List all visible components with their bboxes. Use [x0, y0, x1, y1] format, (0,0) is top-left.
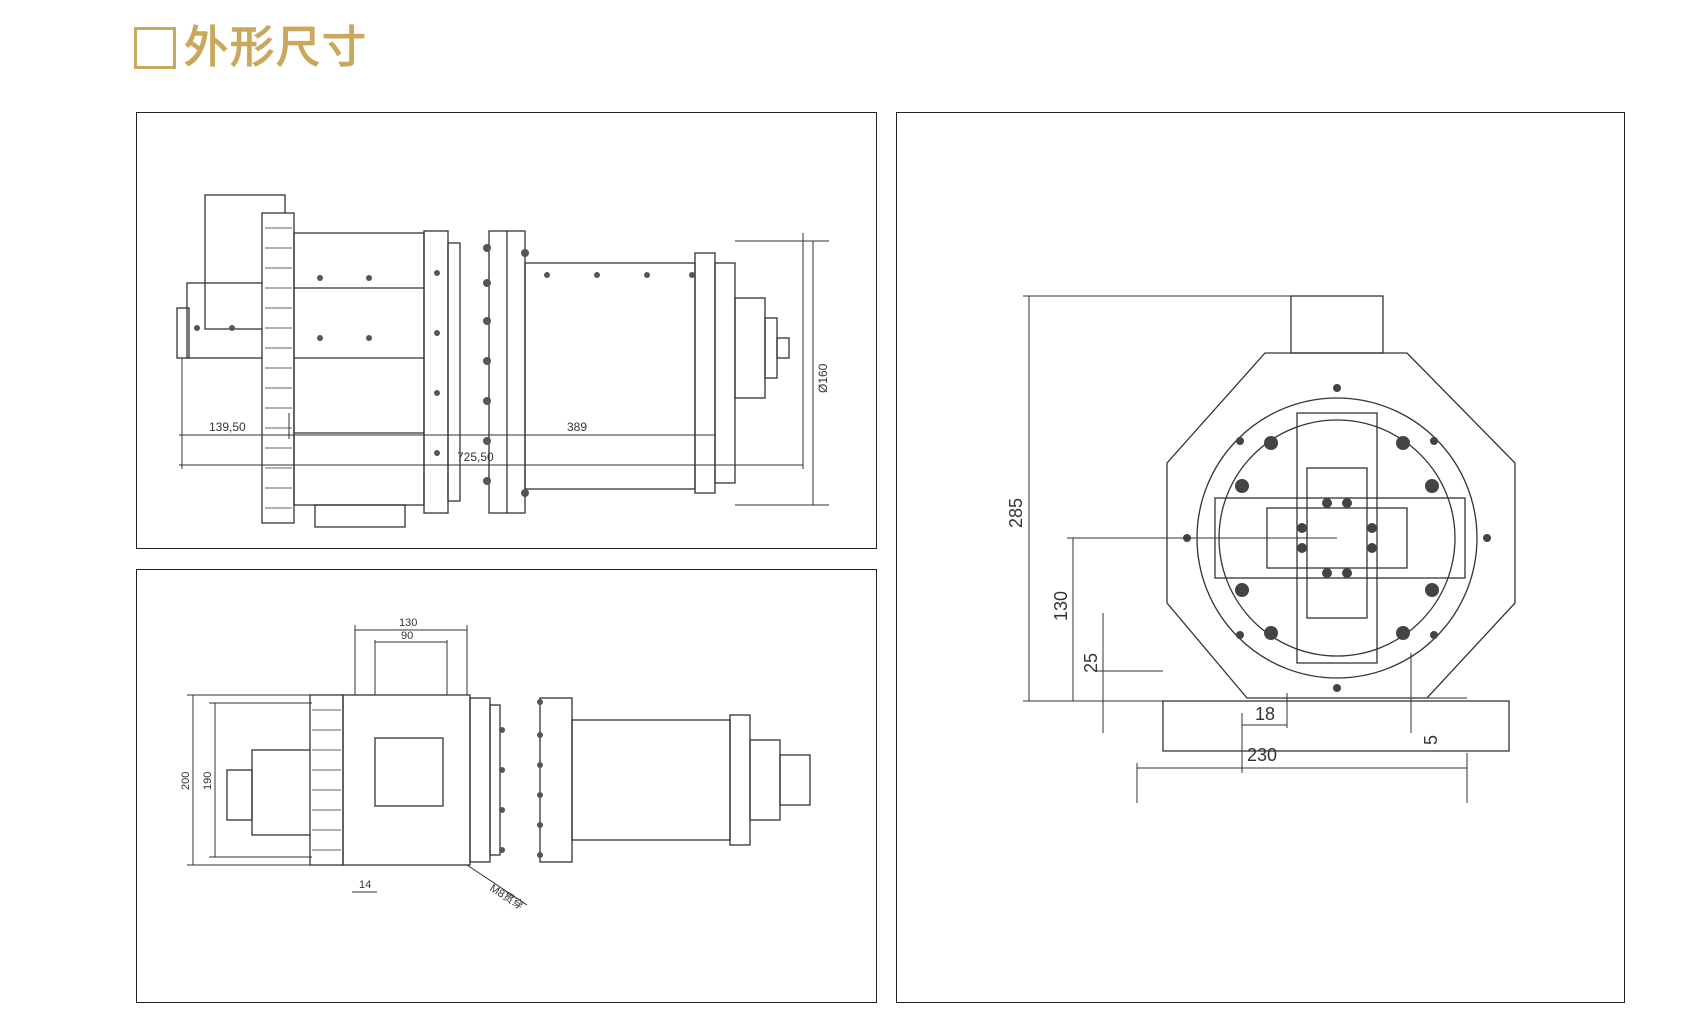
dim-mid-length: 389: [567, 420, 587, 434]
dim-total-height: 285: [1006, 498, 1026, 528]
dim-height-outer: 200: [180, 772, 192, 790]
checkbox-square-icon: [134, 27, 176, 69]
mount-note: M8贯穿: [487, 881, 526, 913]
front-view-drawing: 285 130 25 18 230 5: [1006, 295, 1516, 803]
front-view-panel: 285 130 25 18 230 5: [896, 112, 1625, 1003]
top-view-panel: 130 90 200 190 14 M8贯穿: [136, 569, 877, 1003]
dim-total-length: 725,50: [457, 450, 494, 464]
side-view-drawing: 139,50 389 725,50 Ø160: [176, 194, 830, 528]
dim-width-outer: 130: [399, 617, 417, 629]
dim-height-inner: 190: [202, 772, 214, 790]
side-view-panel: 139,50 389 725,50 Ø160: [136, 112, 877, 549]
top-view-drawing: 130 90 200 190 14 M8贯穿: [180, 617, 811, 913]
dim-width-inner: 90: [401, 630, 413, 642]
dim-base-height: 25: [1081, 653, 1101, 673]
dim-slot-width: 14: [359, 879, 371, 891]
dim-center-height: 130: [1051, 591, 1071, 621]
section-title: 外形尺寸: [184, 22, 368, 73]
dim-diameter: Ø160: [816, 363, 830, 393]
dim-left-length: 139,50: [209, 420, 246, 434]
dim-key-width: 18: [1255, 704, 1275, 724]
dim-key-depth: 5: [1421, 735, 1441, 745]
section-heading: 外形尺寸: [134, 22, 368, 74]
dim-base-width: 230: [1247, 745, 1277, 765]
